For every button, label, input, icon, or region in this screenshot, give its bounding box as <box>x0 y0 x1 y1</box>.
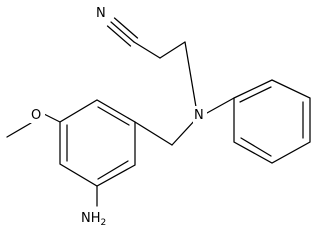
aminomethoxyphenyl-ring <box>59 99 136 187</box>
amino-subscript-label: 2 <box>101 218 107 227</box>
phenyl-hexagon <box>233 79 311 164</box>
aryl-hexagon <box>59 99 136 187</box>
triple-bond-line-3 <box>106 25 132 47</box>
bond-c-ch2 <box>133 41 161 59</box>
bond-ch2-n <box>184 41 197 108</box>
nitrile-group <box>106 17 197 108</box>
nitrile-n-label: N <box>96 6 106 21</box>
bond-n-phenyl <box>206 97 235 114</box>
aryl-double-3 <box>97 160 129 180</box>
chemical-structure-diagram: N N O NH2 <box>6 3 311 227</box>
amine-n-label: N <box>194 108 204 123</box>
phenyl-double-3 <box>240 137 272 157</box>
bond-ch2-ring <box>134 121 173 146</box>
methoxy-group <box>6 113 61 138</box>
structure-canvas: N N O NH2 <box>6 3 311 227</box>
bond-n-ch2 <box>171 118 197 146</box>
bond-ring-o <box>43 113 61 123</box>
aryl-double-1 <box>97 106 130 126</box>
triple-bond-line-2 <box>113 17 139 39</box>
phenyl-double-1 <box>239 86 272 103</box>
phenyl-ring <box>206 79 311 164</box>
triple-bond-line-1 <box>110 21 135 43</box>
bond-o-ch3 <box>6 122 32 138</box>
methoxy-o-label: O <box>31 108 41 123</box>
amino-nh-label: NH <box>81 211 101 226</box>
amino-group-label: NH2 <box>81 211 106 227</box>
bond-ch2-ch2 <box>159 41 186 59</box>
benzyl-linker <box>134 118 197 146</box>
atom-labels: N N O NH2 <box>30 3 207 227</box>
